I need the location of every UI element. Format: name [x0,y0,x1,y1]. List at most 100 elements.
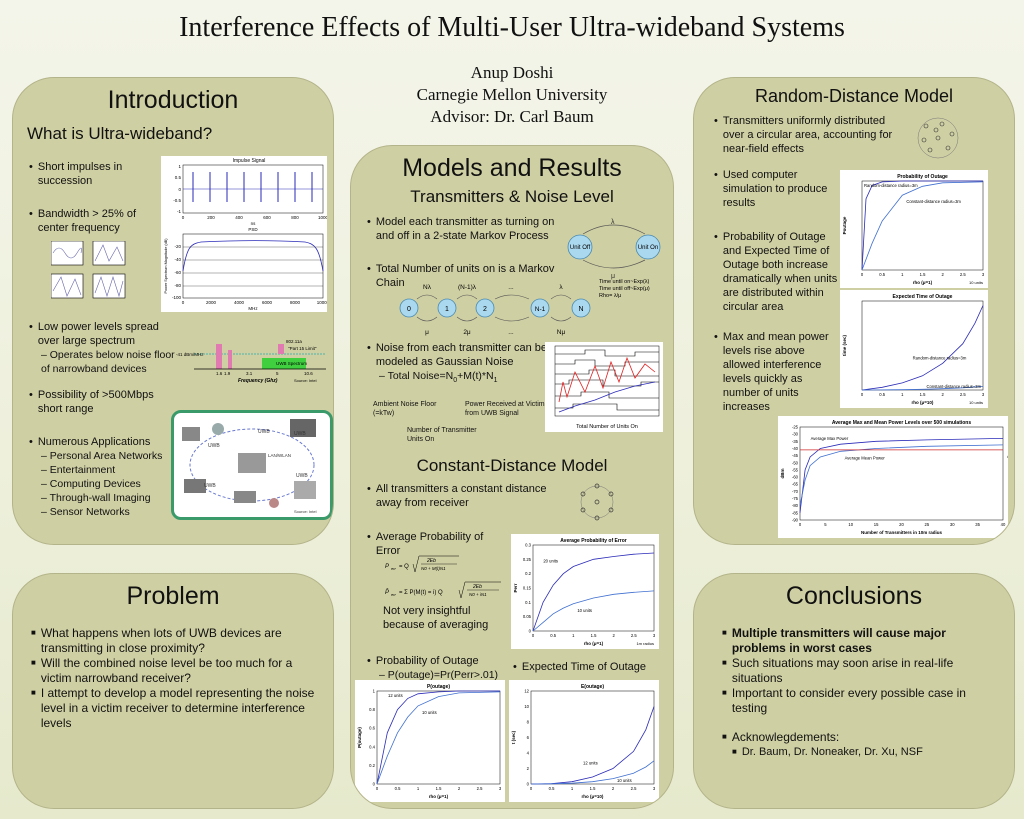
x-tick-label: 1 [572,633,575,638]
y-tick-label: 0.1 [525,600,531,605]
unit-on-label: Unit On [638,245,658,251]
y-tick-label: 0 [529,629,532,634]
chart-plot-area [861,300,984,391]
x-tick-label: 0.5 [549,786,555,791]
apps-label-5: UWB [294,431,306,437]
x-tick-label: 0.5 [550,633,556,638]
y-tick-label: 6 [527,735,530,740]
conclusion-bullet-4: ■Acknowlegdements: [722,730,840,744]
series-label: 12 units [583,761,598,766]
models-title: Models and Results [402,154,622,182]
x-axis-note: 10 units [969,400,983,405]
perr-equations: P err = Q 2Eb N0 + M(t)N1 P̄ err = Σ P(M… [385,555,501,599]
series-label: Random-distance radius=3m [913,355,967,360]
psd-xtick-6: 10000 [317,300,327,305]
x-tick-label: 1.5 [591,633,597,638]
waveform-thumbnails [51,241,126,299]
series-line [861,181,984,271]
x-tick-label: 2.5 [477,786,483,791]
psd-xtick-3: 4000 [234,300,245,305]
spectrum-part15-label: "Part 15 Limit" [288,346,317,351]
svg-text:2Eb: 2Eb [426,558,436,564]
apps-label-2: UWB [258,429,270,435]
series-label: 12 units [388,693,403,698]
y-tick-label: -45 [792,453,799,458]
x-tick-label: 0 [861,272,864,277]
acknowledgements: ■Dr. Baum, Dr. Noneaker, Dr. Xu, NSF [732,746,923,758]
psd-ytick-1: -20 [174,244,181,249]
noise-ambient-label: Ambient Noise Floor (=kTw) [373,401,437,417]
intro-bullet-4: •Possibility of >500Mbps short range [29,389,154,415]
chain-state-3: 2 [483,306,487,313]
y-tick-label: 2 [527,766,530,771]
models-bullet-1: •Model each transmitter as turning on an… [367,216,555,242]
conclusions-title: Conclusions [785,582,923,610]
markov-mu: μ [611,273,615,280]
y-tick-label: -35 [792,439,799,444]
power-levels-chart-box: Average Max and Mean Power Levels over 5… [778,416,1014,538]
noise-plot: Total Number of Units On [545,342,663,432]
psd-ytick-2: -40 [174,257,181,262]
chart-title: P(outage) [427,684,450,690]
x-tick-label: 1 [417,786,420,791]
conclusion-bullet-2: ■Such situations may soon arise in real-… [722,656,954,685]
series-label: Random-distance radius=3m [864,183,918,188]
y-tick-label: 0.4 [369,744,375,749]
app-item-5: – Sensor Networks [41,506,130,518]
x-tick-label: 15 [874,522,879,527]
x-tick-label: 3 [982,272,985,277]
y-tick-label: 0.05 [523,614,532,619]
spectrum-tick-3: 3.1 [246,371,253,376]
intro-bullet-2: •Bandwidth > 25% of center frequency [29,208,137,234]
advisor: Advisor: Dr. Carl Baum [430,107,594,126]
constant-title: Constant-Distance Model [416,456,608,475]
impulse-ytick-5: -1 [177,209,181,214]
y-tick-label: 0.2 [525,571,531,576]
y-axis-label: Perr [513,583,518,592]
x-tick-label: 3 [653,786,656,791]
x-tick-label: 2.5 [960,392,966,397]
psd-title: PSD [248,227,258,232]
series-line [530,706,655,785]
impulse-xtick-3: 400 [235,215,243,220]
x-axis-label: rho (μ=1) [913,280,933,285]
x-tick-label: 3 [499,786,502,791]
author-name: Anup Doshi [470,63,554,82]
y-axis-label: dBm [780,469,785,479]
series-line [532,590,655,632]
y-tick-label: -60 [792,475,799,480]
x-tick-label: 0.5 [395,786,401,791]
x-tick-label: 20 [899,522,904,527]
problem-bullet-1: ■What happens when lots of UWB devices a… [31,626,282,655]
series-line [799,444,1004,506]
series-label: Average Mean Power [845,455,886,460]
problem-bullet-2: ■Will the combined noise level be too mu… [31,656,293,685]
y-tick-label: 0.8 [369,707,375,712]
x-tick-label: 40 [1001,522,1006,527]
series-line [376,690,500,785]
x-tick-label: 2 [941,272,944,277]
svg-text:P: P [385,564,389,570]
intro-bullet-3: •Low power levels spread over large spec… [29,320,179,376]
apps-source: Source: Intel [294,509,317,514]
y-tick-label: -85 [792,510,799,515]
x-tick-label: 0 [799,522,802,527]
constant-bullet-3: •Probability of Outage – P(outage)=Pr(Pe… [367,654,517,682]
noise-power-label: Power Received at Victim from UWB Signal [465,401,545,417]
app-item-4: – Through-wall Imaging [41,492,151,504]
series-label: Average Max Power [811,436,849,441]
psd-xtick-5: 8000 [290,300,301,305]
conclusions-panel: Conclusions ■Multiple transmitters will … [693,573,1015,809]
y-tick-label: -55 [792,467,799,472]
problem-bullets: ■What happens when lots of UWB devices a… [31,626,321,731]
impulse-xtick-6: 1000 [318,215,327,220]
series-line [861,180,983,271]
chart-title: Average Max and Mean Power Levels over 5… [832,420,972,426]
impulse-xtick-1: 0 [182,215,185,220]
x-tick-label: 1 [571,786,574,791]
series-label: Allowed Interference Level [1007,454,1008,459]
